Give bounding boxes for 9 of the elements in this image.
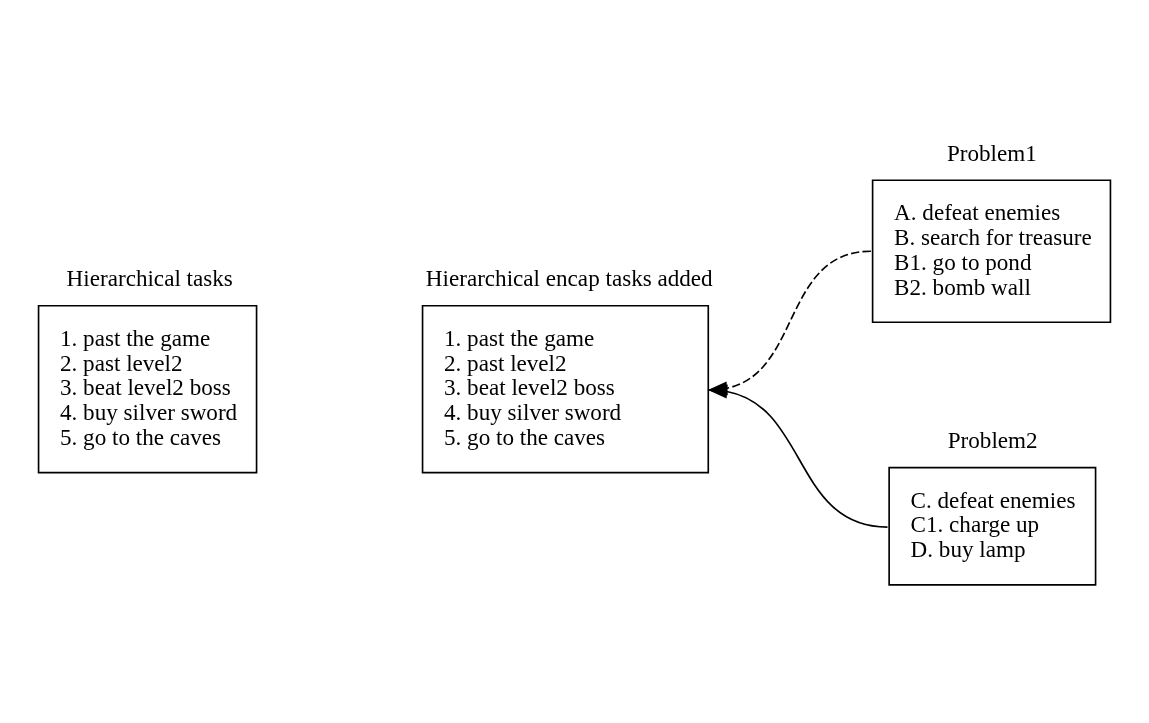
node-label: Hierarchical encap tasks added [425, 265, 713, 292]
node-box: 1. past the game 2. past level2 3. beat level2 boss 4. buy silver sword 5. go to the caves [37, 304, 258, 474]
node-box: C. defeat enemies C1. charge up D. buy lamp [888, 466, 1097, 586]
node-label: Problem2 [947, 427, 1038, 454]
node-label: Problem1 [946, 139, 1037, 166]
node-box: 1. past the game 2. past level2 3. beat level2 boss 4. buy silver sword 5. go to the caves [421, 304, 710, 474]
arrow [707, 384, 889, 528]
node-box: A. defeat enemies B. search for treasure B1. go to pond B2. bomb wall [871, 179, 1112, 324]
node-label: Hierarchical tasks [66, 265, 233, 292]
